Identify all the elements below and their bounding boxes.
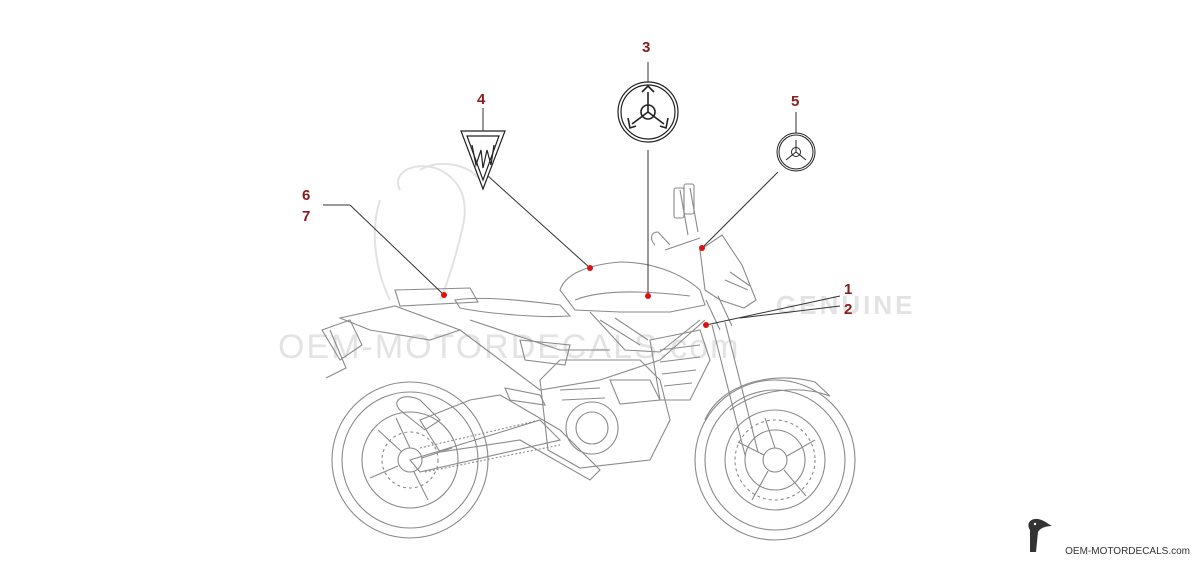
emblem-small-icon <box>776 132 816 172</box>
callout-1: 1 <box>844 281 853 298</box>
callout-2: 2 <box>844 301 853 318</box>
watermark-text: OEM-MOTORDECALS.com <box>278 328 741 366</box>
callout-4: 4 <box>477 91 486 108</box>
marker-3 <box>645 293 651 299</box>
mt-logo-icon <box>460 130 506 191</box>
site-logo-icon <box>1028 518 1052 552</box>
emblem-large-icon <box>617 81 679 143</box>
marker-5 <box>699 245 705 251</box>
marker-1-2 <box>703 322 709 328</box>
callout-5: 5 <box>791 93 800 110</box>
leader-lines <box>323 62 841 326</box>
callout-3: 3 <box>642 39 651 56</box>
footer-site-text: OEM-MOTORDECALS.com <box>1065 545 1190 557</box>
marker-6-7 <box>441 292 447 298</box>
callout-7: 7 <box>302 208 311 225</box>
footer-brand: OEM-MOTORDECALS.com <box>1065 540 1190 562</box>
callout-6: 6 <box>302 187 311 204</box>
location-markers <box>441 245 709 328</box>
watermark-bird-icon <box>373 162 481 301</box>
marker-4 <box>587 265 593 271</box>
motorcycle-outline <box>321 183 856 541</box>
